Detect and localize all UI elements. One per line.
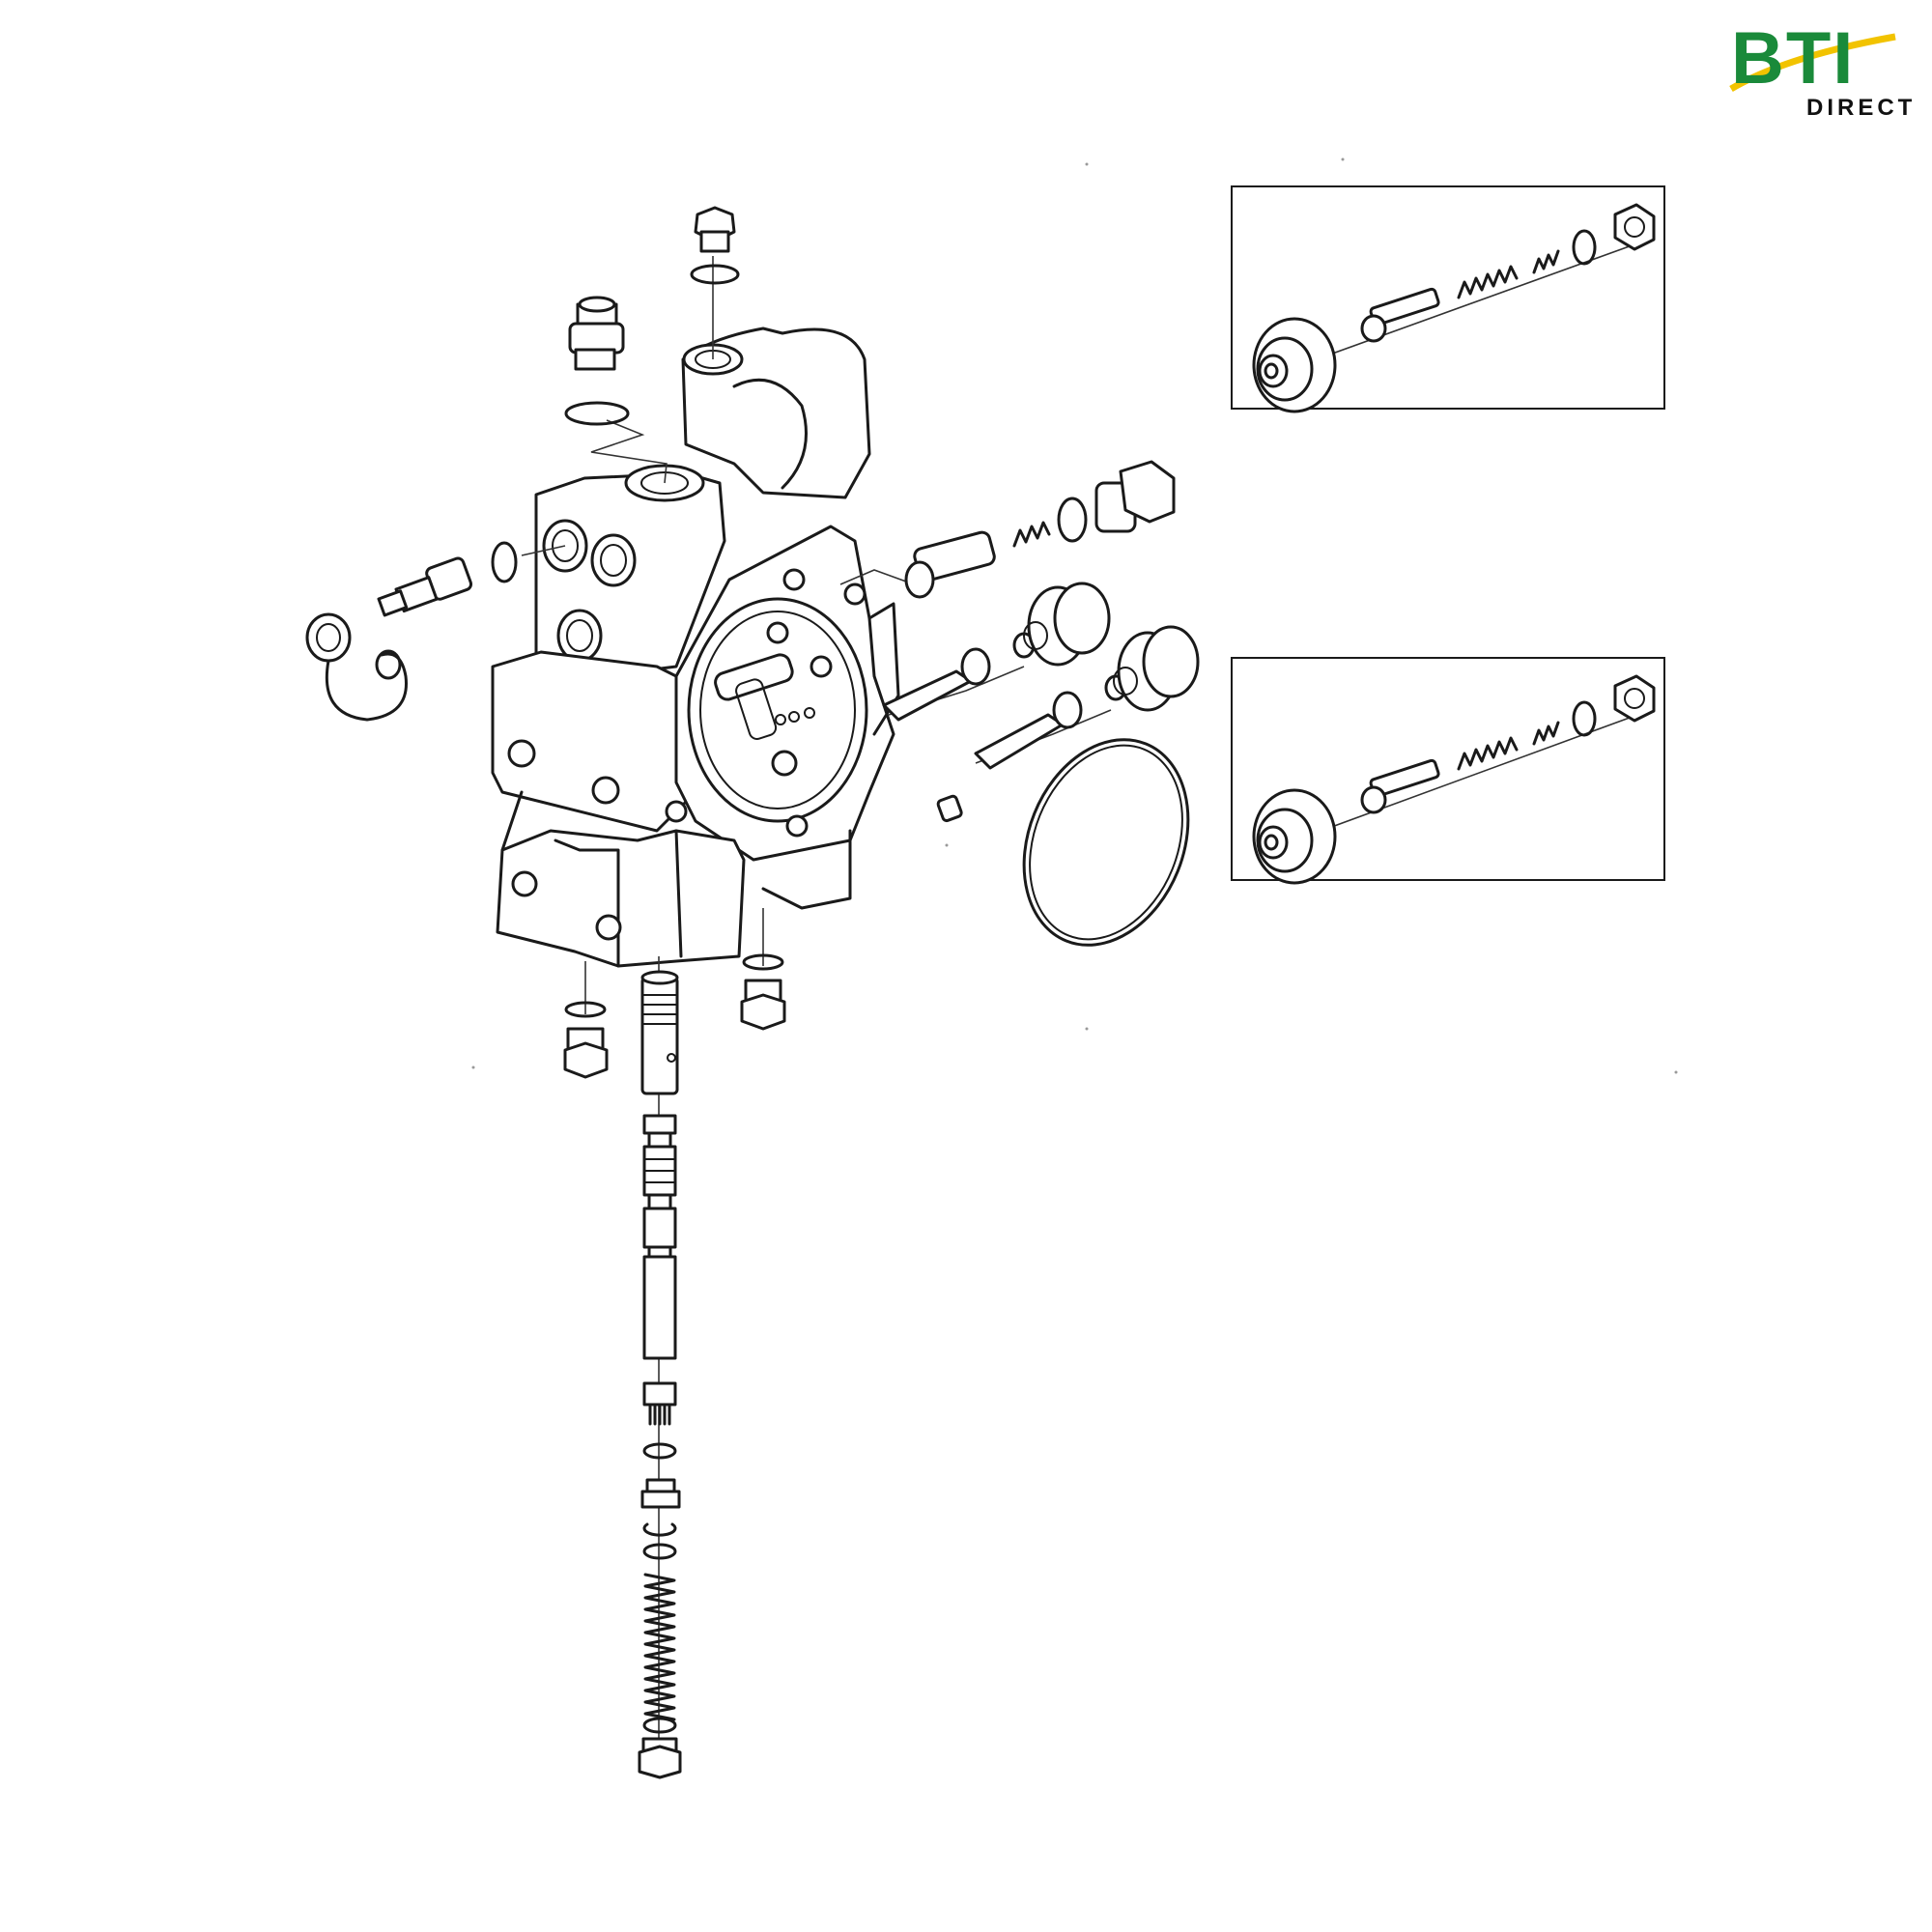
spool-washer-3	[642, 1717, 677, 1734]
spool-sleeve	[640, 970, 679, 1095]
left-test-port-assembly	[305, 541, 566, 722]
detail-lower-poppet	[1360, 758, 1440, 814]
detail-upper-o-ring	[1572, 229, 1597, 266]
spool-end-cap-nut	[638, 1737, 682, 1779]
detail-upper-spring	[1457, 265, 1519, 299]
spool-retainer	[642, 1381, 677, 1426]
detail-lower-o-ring	[1572, 700, 1597, 737]
needle-valve-upper	[882, 582, 1111, 722]
flange-bolt-hole-tl	[782, 568, 806, 591]
housing-port-3	[556, 609, 603, 663]
relief-poppet	[904, 530, 996, 599]
detail-box-lower	[1231, 657, 1665, 885]
spool-spring	[643, 1573, 676, 1721]
logo-brand-text: BTI	[1731, 17, 1855, 99]
detail-box-lower-frame	[1231, 657, 1665, 881]
bottom-middle-hex-plug	[740, 979, 786, 1031]
bottom-left-hex-plug	[563, 1027, 609, 1079]
right-relief-assembly	[839, 460, 1176, 599]
logo-sub-text: DIRECT	[1806, 95, 1916, 121]
bottom-middle-washer	[742, 953, 784, 971]
detail-box-upper	[1231, 185, 1665, 413]
flange-bolt-hole-r	[843, 582, 867, 606]
flange-o-ring	[1022, 738, 1190, 947]
left-port-o-ring	[491, 541, 518, 583]
upper-fitting-o-ring	[564, 401, 630, 426]
bti-direct-logo: BTI DIRECT	[1729, 17, 1916, 121]
detail-lower-nut	[1613, 674, 1656, 723]
top-plug-washer	[690, 264, 740, 285]
dust-cap-strap	[325, 652, 408, 722]
bottom-middle-plug-assembly	[740, 908, 786, 1031]
flange-bolt-hole-bl	[665, 800, 688, 823]
spool	[642, 1114, 677, 1360]
logo-swoosh	[1729, 33, 1896, 93]
housing-port-2	[590, 533, 637, 587]
detail-box-upper-frame	[1231, 185, 1665, 410]
left-port-fitting	[377, 556, 473, 617]
bottom-left-plug-assembly	[563, 961, 609, 1079]
detail-upper-poppet	[1360, 287, 1440, 343]
needle-valve-lower-stem	[974, 713, 1065, 770]
detail-upper-valve-body	[1252, 317, 1337, 413]
upper-fitting	[568, 296, 625, 371]
flange-bolt-hole-br	[785, 814, 809, 838]
valve-housing	[491, 327, 900, 968]
small-set-screw	[936, 794, 963, 823]
bottom-left-washer	[564, 1001, 607, 1018]
spool-stack	[638, 956, 682, 1779]
upper-fitting-assembly	[564, 296, 668, 484]
detail-lower-spring	[1457, 736, 1519, 771]
spool-washer-2	[642, 1543, 677, 1560]
spring-seat	[640, 1478, 681, 1509]
relief-o-ring	[1057, 497, 1088, 543]
dust-cap	[305, 612, 352, 663]
relief-plug	[1094, 460, 1176, 533]
spool-washer-1	[642, 1442, 677, 1460]
detail-lower-valve-body	[1252, 788, 1337, 885]
detail-upper-shim-stack	[1532, 249, 1560, 274]
top-plug-assembly	[690, 206, 740, 359]
relief-spring	[1012, 521, 1051, 548]
needle-valve-lower	[974, 625, 1200, 770]
snap-ring	[642, 1522, 677, 1537]
scan-specks	[471, 157, 1678, 1074]
housing-flange-face	[687, 597, 868, 823]
detail-upper-nut	[1613, 203, 1656, 251]
detail-lower-shim-stack	[1532, 721, 1560, 746]
top-hex-plug	[694, 206, 736, 253]
